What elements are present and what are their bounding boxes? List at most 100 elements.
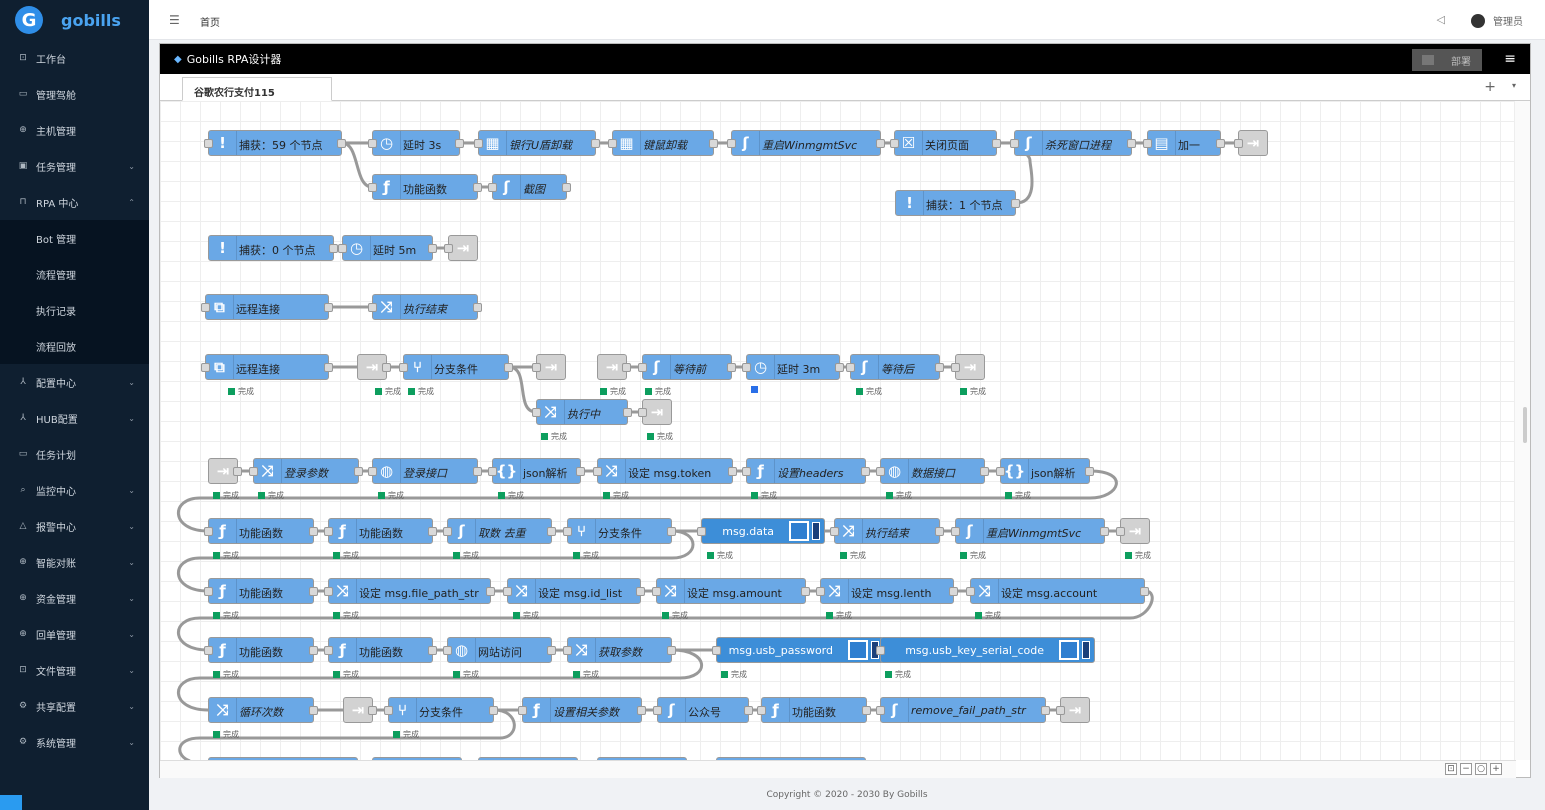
sidebar-item-alarm[interactable]: △报警中心⌄ (0, 508, 149, 544)
flow-node[interactable]: ◷延时 3s (368, 130, 464, 156)
flow-node[interactable]: ⇥ (343, 697, 377, 723)
input-port[interactable] (996, 467, 1005, 476)
input-port[interactable] (966, 587, 975, 596)
flow-node[interactable]: ◍网站访问 (443, 637, 556, 663)
output-port[interactable] (622, 363, 631, 372)
input-port[interactable] (653, 706, 662, 715)
sidebar-item-schedule[interactable]: ▭任务计划 (0, 436, 149, 472)
output-port[interactable] (309, 706, 318, 715)
flow-node[interactable]: ⧉远程连接 (201, 354, 333, 380)
output-port[interactable] (473, 183, 482, 192)
output-port[interactable] (636, 587, 645, 596)
input-port[interactable] (503, 587, 512, 596)
input-port[interactable] (368, 467, 377, 476)
output-port[interactable] (1100, 527, 1109, 536)
input-port[interactable] (757, 706, 766, 715)
output-port[interactable] (992, 139, 1001, 148)
output-port[interactable] (667, 646, 676, 655)
output-port[interactable] (1041, 706, 1050, 715)
output-port[interactable] (473, 303, 482, 312)
wire[interactable] (178, 708, 516, 760)
flow-node[interactable] (208, 757, 358, 760)
input-port[interactable] (742, 363, 751, 372)
output-port[interactable] (324, 303, 333, 312)
flow-node[interactable] (716, 757, 866, 760)
input-port[interactable] (951, 363, 960, 372)
output-port[interactable] (801, 587, 810, 596)
flow-node[interactable]: ⤨执行中 (532, 399, 632, 425)
input-port[interactable] (399, 363, 408, 372)
output-port[interactable] (727, 363, 736, 372)
flow-node[interactable]: msg.usb_key_serial_code (876, 637, 1095, 663)
input-port[interactable] (324, 527, 333, 536)
input-port[interactable] (846, 363, 855, 372)
input-port[interactable] (532, 408, 541, 417)
flow-node[interactable]: ☒关闭页面 (890, 130, 1001, 156)
output-port[interactable] (637, 706, 646, 715)
flow-node[interactable] (597, 757, 687, 760)
input-port[interactable] (474, 139, 483, 148)
input-port[interactable] (368, 303, 377, 312)
output-port[interactable] (504, 363, 513, 372)
input-port[interactable] (324, 646, 333, 655)
sidebar-item-monitor-search[interactable]: ⌕监控中心⌄ (0, 472, 149, 508)
scrollbar-thumb[interactable] (1523, 407, 1527, 443)
output-port[interactable] (709, 139, 718, 148)
output-port[interactable] (329, 244, 338, 253)
sidebar-item-host[interactable]: ⊕主机管理 (0, 112, 149, 148)
input-port[interactable] (384, 706, 393, 715)
output-port[interactable] (935, 527, 944, 536)
sidebar-item-fund[interactable]: ⊕资金管理⌄ (0, 580, 149, 616)
flow-node[interactable]: !捕获：1 个节点 (895, 190, 1020, 216)
output-port[interactable] (862, 706, 871, 715)
flow-node[interactable]: ⤨设定 msg.lenth (816, 578, 958, 604)
output-port[interactable] (1085, 467, 1094, 476)
output-port[interactable] (547, 527, 556, 536)
flow-node[interactable] (372, 757, 462, 760)
output-port[interactable] (354, 467, 363, 476)
designer-menu-icon[interactable]: ≡ (1504, 51, 1516, 67)
flow-node[interactable]: ⧉远程连接 (201, 294, 333, 320)
input-port[interactable] (1234, 139, 1243, 148)
output-port[interactable] (980, 467, 989, 476)
input-port[interactable] (1116, 527, 1125, 536)
submenu-item[interactable]: Bot 管理 (36, 234, 77, 246)
input-port[interactable] (727, 139, 736, 148)
output-port[interactable] (324, 363, 333, 372)
user-menu[interactable]: 管理员 (1471, 13, 1523, 28)
output-port[interactable] (473, 467, 482, 476)
input-port[interactable] (742, 467, 751, 476)
output-port[interactable] (382, 363, 391, 372)
output-port[interactable] (309, 587, 318, 596)
output-port[interactable] (728, 467, 737, 476)
flow-node[interactable] (478, 757, 578, 760)
submenu-item[interactable]: 流程回放 (36, 342, 76, 354)
flow-node[interactable]: {}json解析 (488, 458, 585, 484)
input-port[interactable] (518, 706, 527, 715)
submenu-item[interactable]: 流程管理 (36, 270, 76, 282)
breadcrumb-home[interactable]: 首页 (200, 18, 220, 29)
output-port[interactable] (744, 706, 753, 715)
output-port[interactable] (428, 244, 437, 253)
tab-list-dropdown-icon[interactable]: ▾ (1511, 81, 1516, 90)
input-port[interactable] (488, 467, 497, 476)
input-port[interactable] (204, 527, 213, 536)
flow-node[interactable]: ⇥ (638, 399, 672, 425)
input-port[interactable] (638, 363, 647, 372)
flow-node[interactable]: ⇥ (357, 354, 391, 380)
debug-toggle-button[interactable] (812, 522, 820, 540)
sidebar-item-file[interactable]: ⊡文件管理⌄ (0, 652, 149, 688)
output-port[interactable] (591, 139, 600, 148)
app-logo[interactable]: G gobills (0, 0, 149, 40)
